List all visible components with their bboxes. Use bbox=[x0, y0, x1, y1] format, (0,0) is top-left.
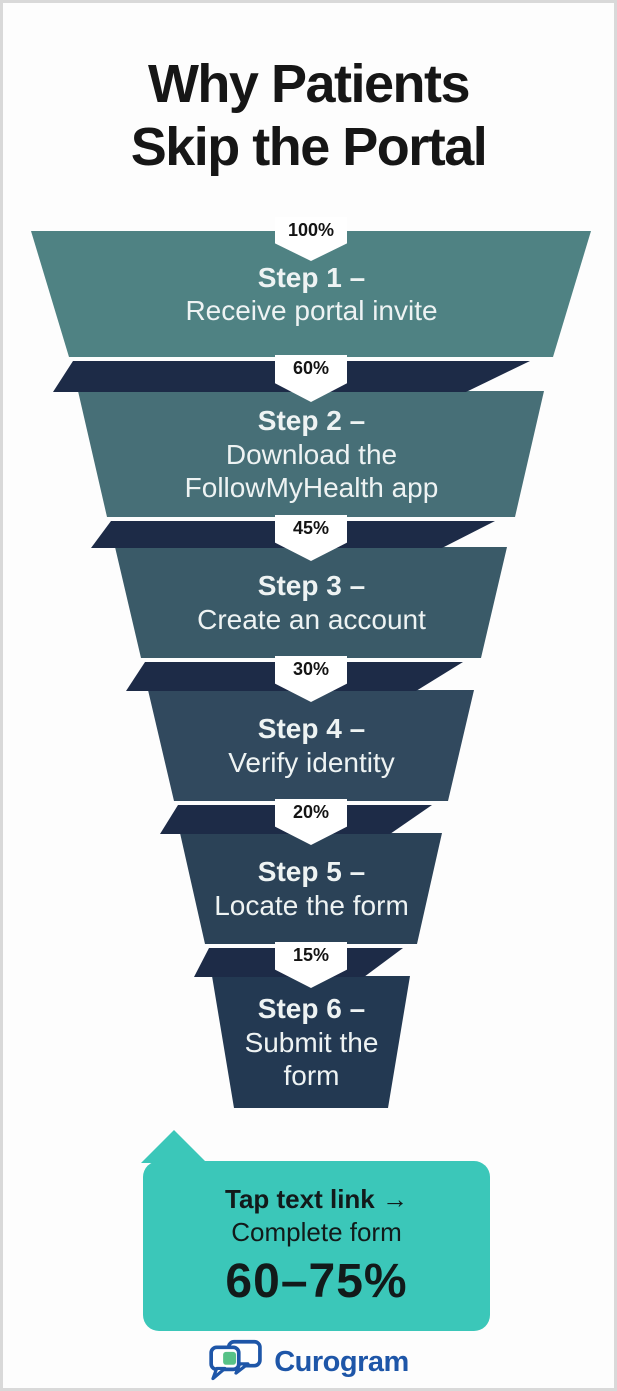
page-title: Why Patients Skip the Portal bbox=[3, 53, 614, 179]
curogram-logo: Curogram bbox=[3, 1337, 614, 1387]
percent-label: 60% bbox=[292, 358, 330, 378]
step-label: Step 3 – bbox=[257, 570, 366, 602]
step-desc: Receive portal invite bbox=[185, 295, 438, 327]
chat-bubbles-icon bbox=[209, 1339, 262, 1381]
title-line-2: Skip the Portal bbox=[130, 117, 488, 178]
callout-box: Tap text link → Complete form 60–75% bbox=[143, 1161, 490, 1331]
step-desc: Download the FollowMyHealth app bbox=[184, 438, 439, 503]
curogram-wordmark: Curogram bbox=[274, 1345, 409, 1378]
title-line-1: Why Patients bbox=[147, 54, 471, 114]
step-desc: Create an account bbox=[197, 603, 426, 635]
step-label: Step 2 – bbox=[257, 405, 366, 437]
callout-line-1: Tap text link → bbox=[225, 1183, 408, 1214]
step-label: Step 4 – bbox=[257, 713, 366, 745]
funnel-segment-2: Step 2 – Download the FollowMyHealth app bbox=[78, 391, 544, 517]
step-label: Step 5 – bbox=[257, 856, 366, 888]
funnel-segment-4: Step 4 – Verify identity bbox=[148, 690, 474, 801]
funnel-segment-5: Step 5 – Locate the form bbox=[180, 833, 442, 944]
callout-tail bbox=[141, 1130, 207, 1163]
callout-line-2: Complete form bbox=[231, 1217, 402, 1248]
step-label: Step 6 – bbox=[257, 993, 366, 1025]
step-desc: Locate the form bbox=[214, 889, 409, 921]
funnel-segment-6: Step 6 – Submit the form bbox=[212, 976, 410, 1108]
percent-label: 15% bbox=[292, 945, 330, 965]
funnel-segment-3: Step 3 – Create an account bbox=[115, 547, 507, 658]
percent-label: 100% bbox=[287, 220, 335, 240]
callout-value: 60–75% bbox=[225, 1255, 408, 1309]
step-desc: Verify identity bbox=[228, 746, 395, 778]
percent-notch-3: 45% bbox=[275, 515, 347, 561]
percent-label: 20% bbox=[292, 802, 330, 822]
step-desc: Submit the form bbox=[244, 1026, 379, 1091]
percent-label: 45% bbox=[292, 518, 330, 538]
step-label: Step 1 – bbox=[257, 261, 366, 293]
percent-label: 30% bbox=[292, 659, 330, 679]
